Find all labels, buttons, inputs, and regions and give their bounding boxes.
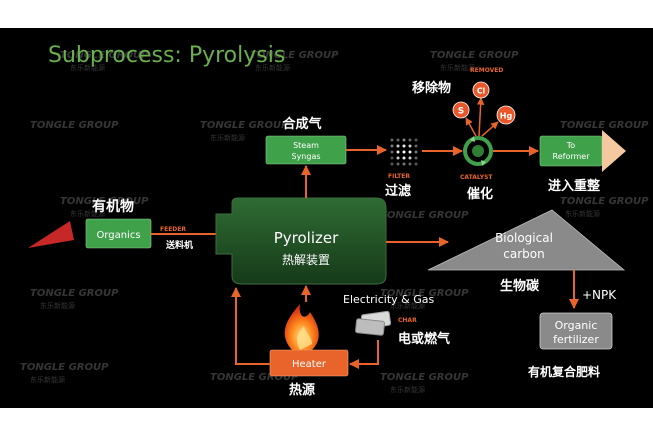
watermark-cn-8: 东乐新能源	[390, 301, 425, 310]
fertilizer-cn-label: 有机复合肥料	[528, 364, 600, 379]
reformer-label-line2: Reformer	[553, 152, 591, 161]
watermarks: TONGLE GROUP TONGLE GROUP TONGLE GROUP T…	[20, 50, 649, 383]
watermark-10: TONGLE GROUP	[30, 288, 119, 299]
fire-icon	[284, 304, 319, 350]
watermark-4: TONGLE GROUP	[30, 120, 119, 131]
watermark-cn-1: 东乐新能源	[70, 63, 105, 72]
removed-s-label: S	[458, 107, 464, 117]
catalyst-cycle-icon	[463, 136, 493, 166]
catalyst-label: CATALYST	[460, 174, 493, 181]
carbon-cn-label: 生物碳	[500, 278, 540, 294]
watermark-3: TONGLE GROUP	[430, 50, 519, 61]
heater-label: Heater	[292, 359, 327, 370]
arrow-catalyst-to-cl	[476, 97, 485, 137]
watermark-cn-4: 东乐新能源	[210, 133, 245, 142]
removed-hg-circle	[496, 105, 516, 125]
filter-grid-icon	[390, 138, 418, 166]
reformer-label-line1: To	[566, 141, 576, 150]
organics-label: Organics	[96, 230, 140, 241]
watermark-cn-6: 东乐新能源	[565, 209, 600, 218]
watermark-6: TONGLE GROUP	[560, 120, 649, 131]
removed-hg-label: Hg	[500, 112, 513, 121]
char-icon	[355, 310, 392, 336]
pyrolizer-body	[215, 197, 387, 285]
char-cn-label: 电或燃气	[398, 331, 450, 347]
filter-label: FILTER	[388, 173, 410, 180]
reformer-cn-label: 进入重整	[548, 178, 601, 194]
removed-s-circle	[452, 101, 470, 119]
syngas-label-line2: Syngas	[291, 152, 320, 161]
watermark-cn-5: 东乐新能源	[70, 209, 105, 218]
char-desc: Electricity & Gas	[343, 293, 434, 306]
npk-label: +NPK	[582, 288, 617, 302]
removed-cl-label: Cl	[477, 87, 486, 96]
removed-label: REMOVED	[470, 67, 503, 74]
fertilizer-label-line1: Organic	[555, 319, 598, 332]
watermark-14: TONGLE GROUP	[380, 372, 469, 383]
carbon-label-line1: Biological	[495, 231, 553, 245]
carbon-label-line2: carbon	[503, 247, 544, 261]
char-label: CHAR	[398, 317, 417, 324]
arrow-char-to-heater	[349, 340, 379, 369]
watermark-2: TONGLE GROUP	[250, 50, 339, 61]
removed-cl-circle	[472, 81, 490, 99]
input-wedge-shape	[28, 221, 74, 248]
heater-cn-label: 热源	[289, 382, 315, 398]
organics-cn-label: 有机物	[92, 198, 134, 215]
reformer-arrowhead	[602, 130, 626, 172]
watermark-9: TONGLE GROUP	[560, 196, 649, 207]
watermark-cn-9: 东乐新能源	[30, 375, 65, 384]
syngas-cn-label: 合成气	[282, 116, 321, 132]
pyrolysis-diagram: TONGLE GROUP TONGLE GROUP TONGLE GROUP T…	[20, 43, 649, 398]
watermarks-cn: 东乐新能源 东乐新能源 东乐新能源 东乐新能源 东乐新能源 东乐新能源 东乐新能…	[30, 63, 600, 394]
pyrolizer-cn-label: 热解装置	[282, 253, 330, 267]
filter-cn-label: 过滤	[385, 183, 411, 199]
feeder-cn-label: 送料机	[165, 239, 193, 251]
watermark-cn-10: 东乐新能源	[390, 385, 425, 394]
page-title: Subprocess: Pyrolysis	[48, 43, 285, 68]
watermark-11: TONGLE GROUP	[380, 288, 469, 299]
syngas-label-line1: Steam	[293, 141, 319, 150]
arrow-catalyst-to-s	[465, 117, 477, 137]
fertilizer-box	[539, 312, 613, 350]
watermark-12: TONGLE GROUP	[20, 362, 109, 373]
catalyst-cn-label: 催化	[467, 186, 493, 202]
feeder-label: FEEDER	[160, 226, 186, 233]
arrow-catalyst-to-hg	[481, 121, 499, 137]
watermark-cn-3: 东乐新能源	[440, 63, 475, 72]
watermark-5: TONGLE GROUP	[200, 120, 289, 131]
watermark-8: TONGLE GROUP	[380, 210, 469, 221]
arrow-heater-to-pyrolizer	[231, 287, 270, 365]
watermark-cn-7: 东乐新能源	[40, 301, 75, 310]
watermark-cn-2: 东乐新能源	[255, 63, 290, 72]
fertilizer-label-line2: fertilizer	[553, 333, 599, 346]
watermark-7: TONGLE GROUP	[60, 196, 149, 207]
watermark-13: TONGLE GROUP	[210, 372, 299, 383]
pyrolizer-label: Pyrolizer	[274, 229, 339, 247]
removed-cn-label: 移除物	[412, 80, 451, 96]
watermark-1: TONGLE GROUP	[60, 50, 149, 61]
diagram-slide: TONGLE GROUP TONGLE GROUP TONGLE GROUP T…	[0, 28, 653, 408]
carbon-pile	[427, 209, 626, 271]
